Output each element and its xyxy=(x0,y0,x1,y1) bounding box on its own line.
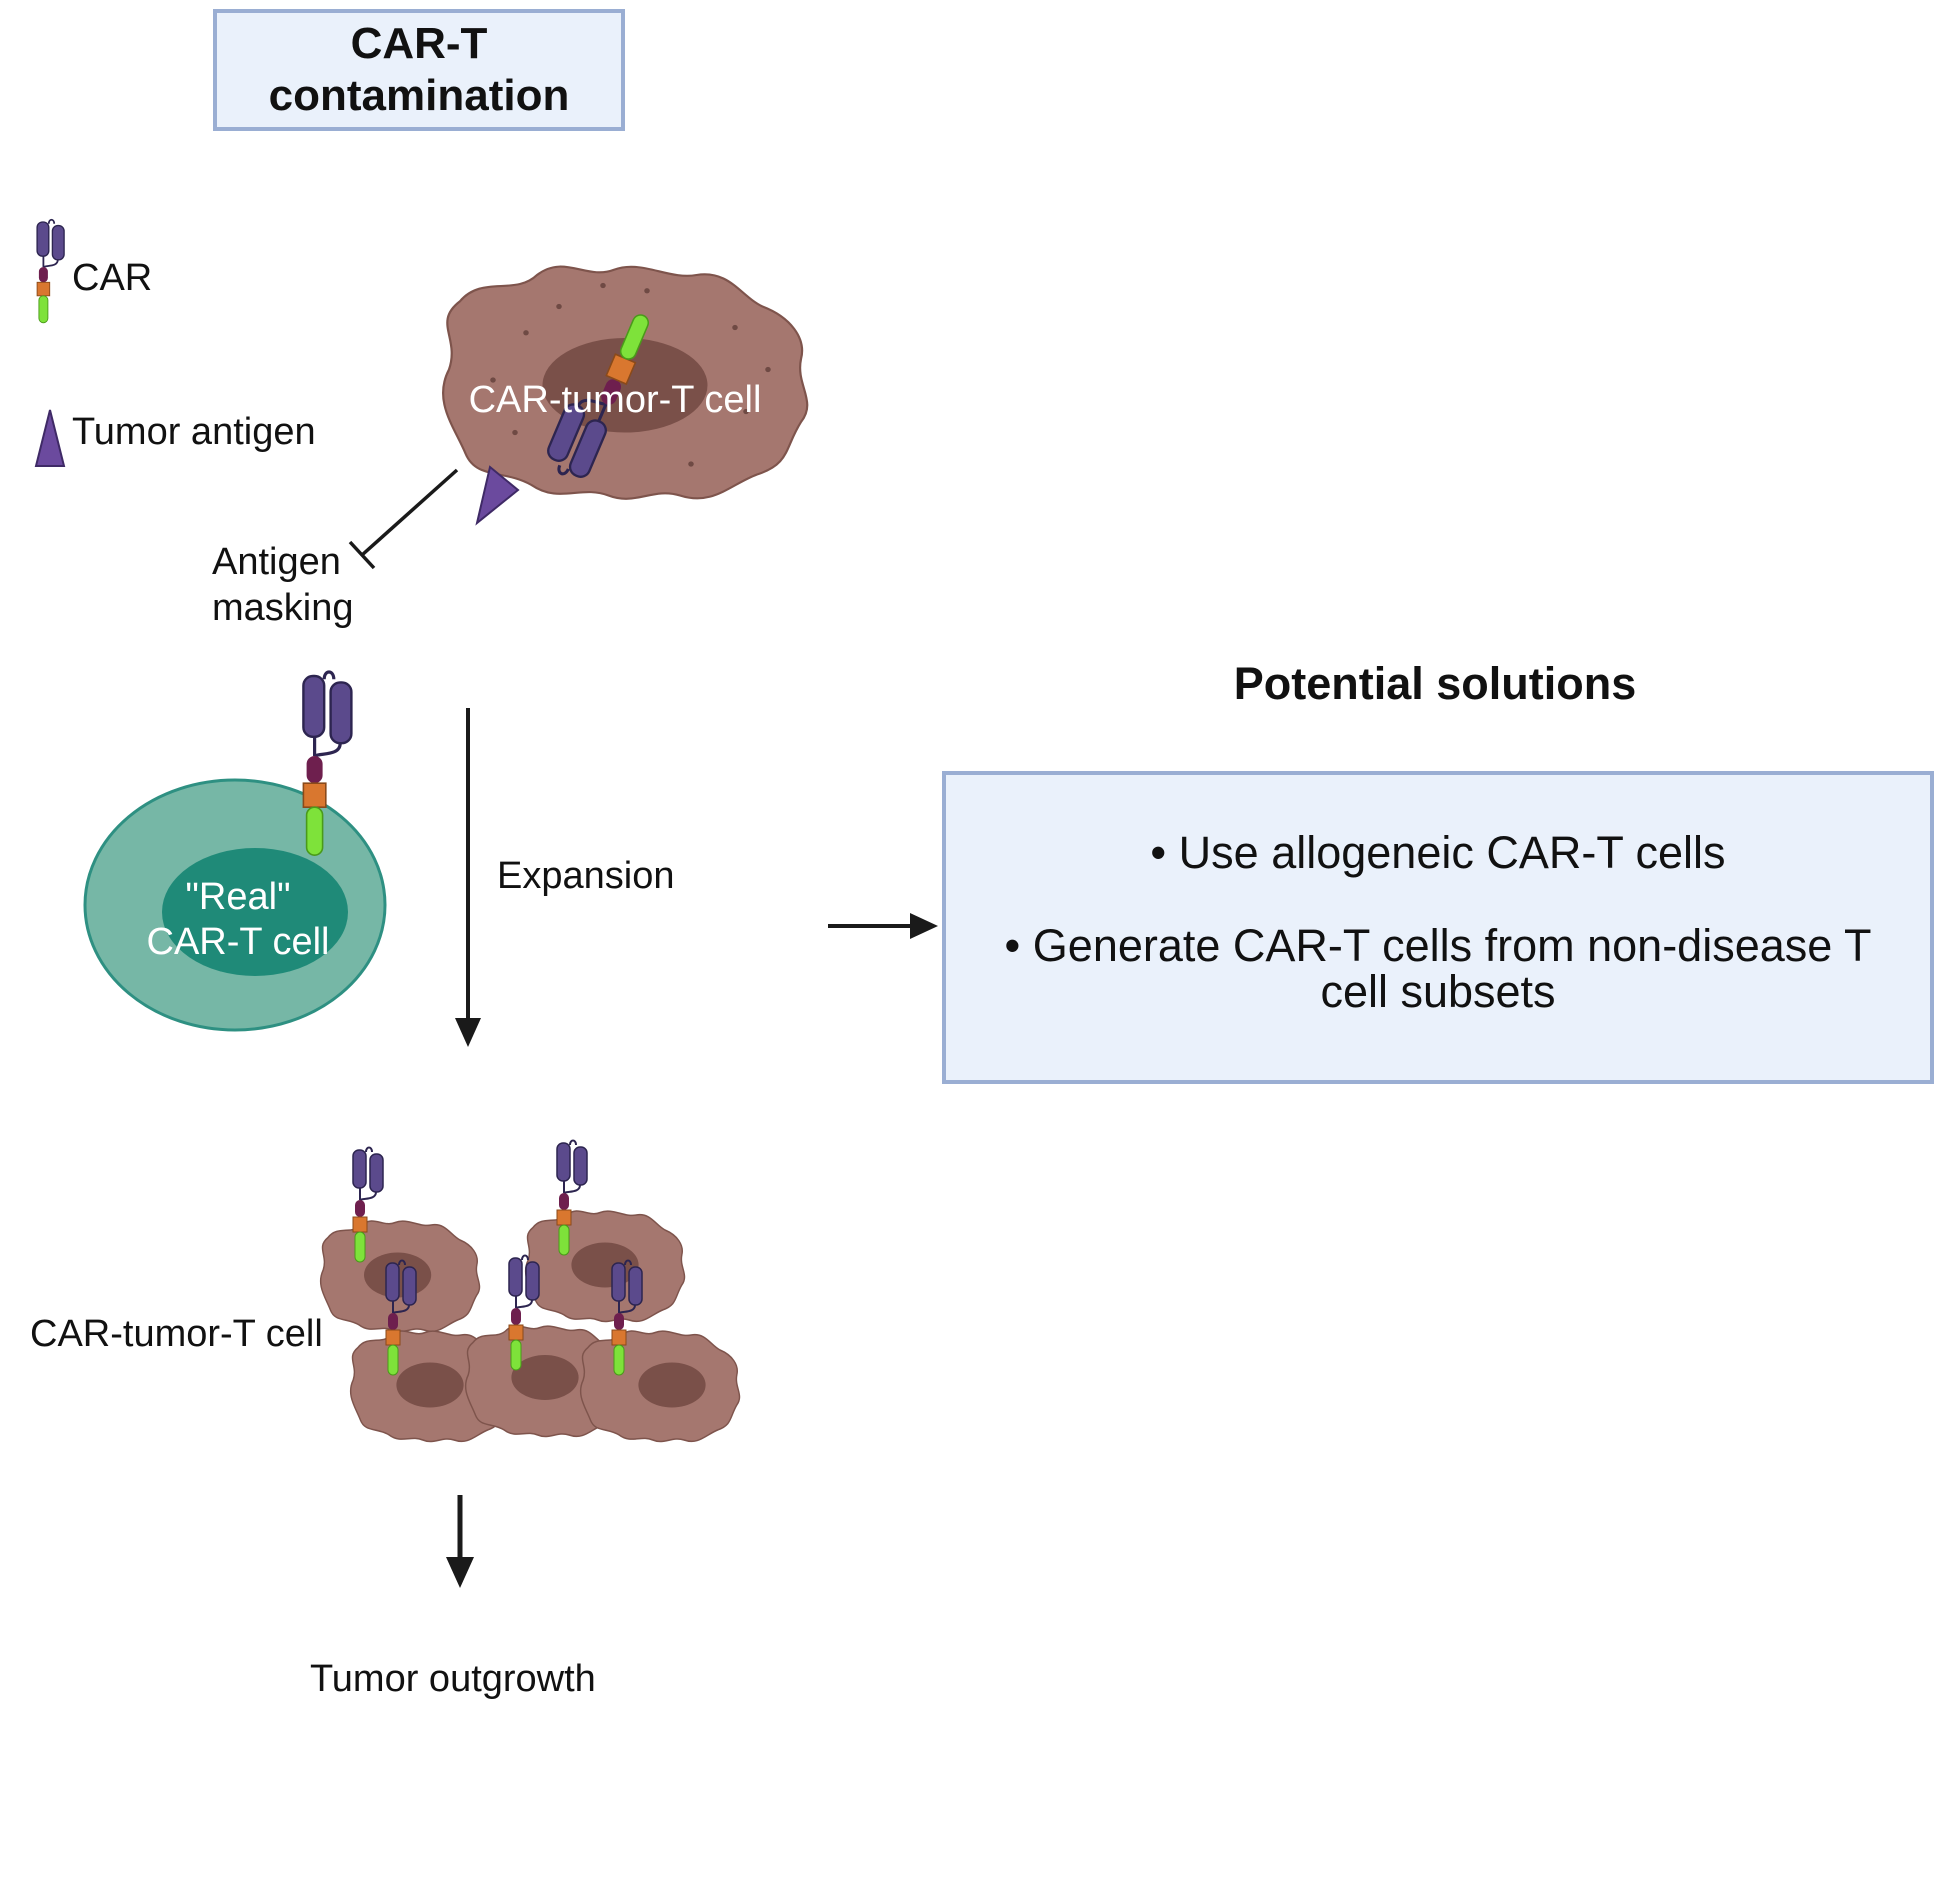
top-tumor-cell xyxy=(441,265,809,500)
expansion-label: Expansion xyxy=(497,855,675,897)
legend-antigen-icon xyxy=(34,409,66,467)
real-car-t-label-line-1: "Real" xyxy=(185,876,291,918)
solutions-title: Potential solutions xyxy=(1233,658,1637,709)
title-line-2: contamination xyxy=(268,71,570,120)
expansion-arrow xyxy=(455,708,481,1047)
solution-item-2-line-1: • Generate CAR-T cells from non-disease … xyxy=(1004,920,1872,971)
real-car-t-label-line-2: CAR-T cell xyxy=(146,921,330,963)
legend-car-label: CAR xyxy=(72,257,153,299)
to-solutions-arrow xyxy=(828,913,938,939)
cluster-tumor-cell-5 xyxy=(579,1330,741,1443)
outgrowth-arrow xyxy=(446,1495,474,1588)
cluster-tumor-cell-3 xyxy=(349,1330,511,1443)
top-cell-label: CAR-tumor-T cell xyxy=(468,379,762,421)
solution-item-2-line-2: cell subsets xyxy=(1320,966,1556,1017)
antigen-masking-inhibition-line xyxy=(348,468,459,570)
solutions-box: • Use allogeneic CAR-T cells • Generate … xyxy=(942,771,1934,1084)
title-line-1: CAR-T xyxy=(350,19,488,68)
cluster-tumor-cell-1 xyxy=(319,1220,481,1333)
title-box: CAR-T contamination xyxy=(213,9,625,131)
antigen-masking-label-line-2: masking xyxy=(212,587,354,629)
masked-antigen-icon xyxy=(475,465,520,526)
antigen-masking-label-line-1: Antigen xyxy=(212,541,341,583)
legend-antigen-label: Tumor antigen xyxy=(72,411,316,453)
cluster-tumor-cell-4 xyxy=(464,1325,626,1438)
tumor-outgrowth-label: Tumor outgrowth xyxy=(310,1658,596,1700)
solution-item-1: • Use allogeneic CAR-T cells xyxy=(1150,827,1726,878)
cluster-tumor-cell-2 xyxy=(524,1210,686,1323)
cluster-label: CAR-tumor-T cell xyxy=(30,1313,323,1355)
legend-car-icon xyxy=(36,218,65,324)
